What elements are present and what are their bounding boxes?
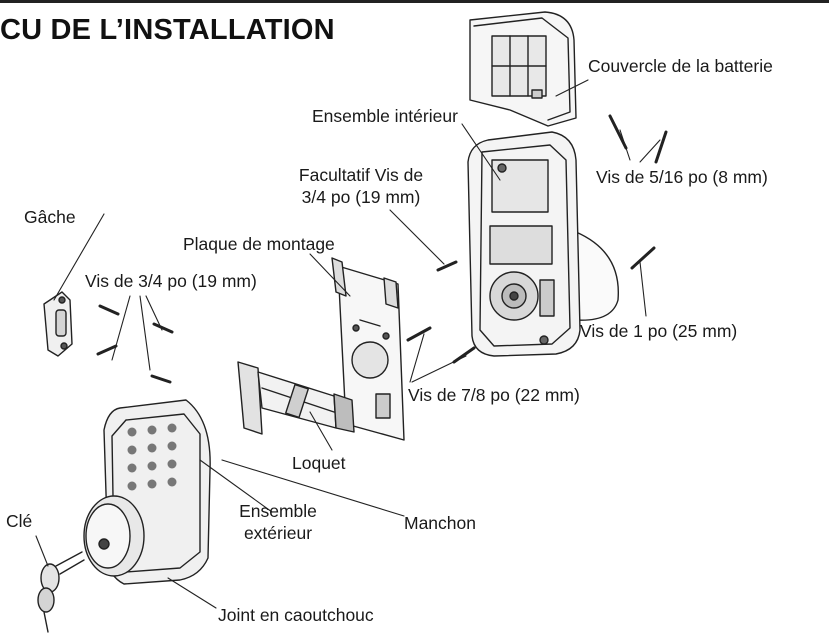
label-exterior-assembly-line1: Ensemble xyxy=(239,501,317,521)
label-exterior-assembly: Ensemble extérieur xyxy=(222,500,334,544)
label-screws-3-4: Vis de 3/4 po (19 mm) xyxy=(85,271,257,291)
exterior-assembly-part xyxy=(83,399,211,585)
label-optional-screws-line2: 3/4 po (19 mm) xyxy=(301,187,421,207)
label-battery-cover: Couvercle de la batterie xyxy=(588,56,773,76)
label-screws-5-16: Vis de 5/16 po (8 mm) xyxy=(596,167,768,187)
label-screws-1: Vis de 1 po (25 mm) xyxy=(580,321,738,341)
label-exterior-assembly-line2: extérieur xyxy=(243,523,313,543)
label-screws-7-8: Vis de 7/8 po (22 mm) xyxy=(408,385,580,405)
label-optional-screws-line1: Facultatif Vis de xyxy=(298,165,424,185)
key-part xyxy=(37,551,85,633)
label-strike: Gâche xyxy=(24,207,76,227)
label-mounting-plate: Plaque de montage xyxy=(183,234,335,254)
leader-lines xyxy=(35,79,661,609)
strike-part xyxy=(43,291,73,357)
mounting-plate-part xyxy=(331,257,405,441)
battery-cover-part xyxy=(469,11,577,127)
label-interior-assembly: Ensemble intérieur xyxy=(312,106,458,126)
label-optional-screws: Facultatif Vis de 3/4 po (19 mm) xyxy=(272,164,450,208)
top-rule xyxy=(0,0,829,3)
latch-part xyxy=(237,361,355,435)
label-sleeve: Manchon xyxy=(404,513,476,533)
label-latch: Loquet xyxy=(292,453,346,473)
page-title: CU DE L’INSTALLATION xyxy=(0,14,335,46)
screws-group xyxy=(96,114,668,384)
label-key: Clé xyxy=(6,511,33,531)
label-rubber-gasket: Joint en caoutchouc xyxy=(218,605,374,625)
interior-assembly-part xyxy=(467,131,619,357)
